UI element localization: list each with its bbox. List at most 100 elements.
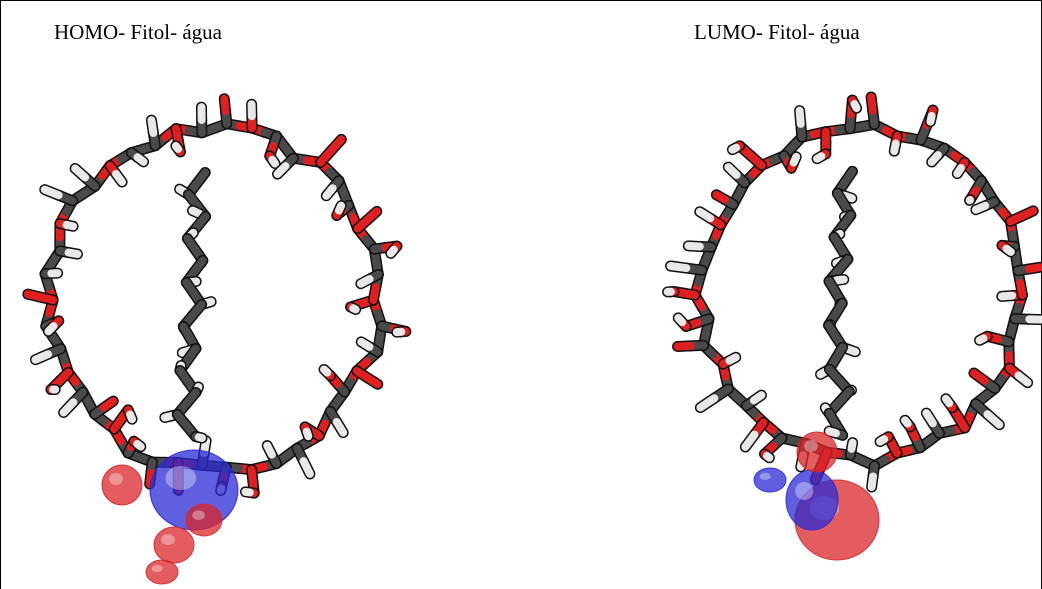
substituent-bond <box>696 394 719 412</box>
substituent-bond <box>684 241 704 251</box>
lumo-molecule-render <box>652 80 1042 585</box>
orbital-lobe <box>753 467 787 493</box>
hydroxyl-bond <box>941 394 954 408</box>
guest-h-bond <box>175 185 189 196</box>
orbital-lobe <box>185 503 223 537</box>
substituent-bond <box>40 185 63 200</box>
substituent-bond <box>147 116 158 137</box>
orbital-highlight <box>804 440 818 452</box>
substituent-bond <box>666 261 691 273</box>
hydroxyl-bond <box>302 427 313 441</box>
substituent-bond <box>220 94 230 116</box>
substituent-bond <box>953 163 965 178</box>
substituent-bond <box>922 409 937 428</box>
hydroxyl-bond <box>268 155 280 168</box>
substituent-bond <box>890 139 900 156</box>
guest-h-bond <box>840 191 856 203</box>
homo-molecule-render <box>14 80 434 585</box>
substituent-bond <box>867 92 877 115</box>
guest-h-bond <box>202 297 216 308</box>
hydroxyl-bond <box>334 201 346 215</box>
substituent-bond <box>725 353 740 365</box>
hydroxyl-bond <box>44 322 58 336</box>
substituent-bond <box>997 291 1017 301</box>
substituent-bond <box>62 220 78 231</box>
orbital-lobe <box>145 559 179 585</box>
substituent-bond <box>724 163 741 179</box>
substituent-bond <box>99 397 118 412</box>
guest-h-bond <box>816 367 829 379</box>
substituent-bond <box>712 190 729 204</box>
hydroxyl-bond <box>813 152 826 163</box>
guest-h-bond <box>825 427 840 438</box>
substituent-bond <box>867 472 878 492</box>
ring-bond <box>369 283 380 304</box>
substituent-bond <box>741 430 759 451</box>
homo-molecule-svg <box>22 93 412 585</box>
orbital-lobe <box>785 469 839 531</box>
orbital-highlight <box>795 482 814 500</box>
orbital-highlight <box>151 564 163 572</box>
substituent-bond <box>356 275 374 288</box>
substituent-bond <box>847 438 857 453</box>
substituent-bond <box>326 135 346 155</box>
hydroxyl-bond <box>674 313 687 327</box>
hydroxyl-bond <box>850 100 861 113</box>
guest-h-bond <box>832 275 848 285</box>
hydroxyl-bond <box>901 416 912 428</box>
hydroxyl-bond <box>241 487 254 497</box>
orbital-lobe <box>153 526 195 564</box>
orbital-highlight <box>161 534 175 545</box>
guest-h-bond <box>188 206 204 218</box>
hydroxyl-bond <box>789 152 801 167</box>
substituent-bond <box>31 350 53 364</box>
substituent-bond <box>749 391 766 405</box>
substituent-bond <box>71 164 90 182</box>
hydroxyl-bond <box>876 435 889 446</box>
substituent-bond <box>64 248 82 259</box>
substituent-bond <box>1017 206 1038 221</box>
hydroxyl-bond <box>386 245 398 258</box>
orbital-highlight <box>759 472 771 480</box>
orbital-highlight <box>109 473 123 485</box>
lumo-caption: LUMO- Fitol- água <box>694 20 860 44</box>
orbital-highlight <box>192 510 205 520</box>
substituent-bond <box>363 373 382 389</box>
orbital-highlight <box>165 466 197 490</box>
hydroxyl-bond <box>126 410 137 424</box>
substituent-bond <box>59 398 78 417</box>
substituent-bond <box>969 369 989 385</box>
substituent-bond <box>322 184 337 200</box>
hydroxyl-bond <box>926 111 936 126</box>
orbital-lobe <box>101 464 143 506</box>
guest-h-bond <box>160 411 176 422</box>
substituent-bond <box>983 410 1004 429</box>
substituent-bond <box>133 153 148 166</box>
lumo-molecule-svg <box>662 91 1042 561</box>
substituent-bond <box>112 169 127 187</box>
substituent-bond <box>927 151 942 166</box>
substituent-bond <box>795 106 805 128</box>
hydroxyl-bond <box>133 439 145 451</box>
hydroxyl-bond <box>171 141 183 153</box>
substituent-bond <box>971 201 990 214</box>
substituent-bond <box>357 337 374 351</box>
hydroxyl-bond <box>349 304 360 314</box>
substituent-bond <box>23 290 45 302</box>
substituent-bond <box>695 207 715 223</box>
substituent-bond <box>299 457 314 478</box>
substituent-bond <box>673 341 695 351</box>
substituent-bond <box>263 441 276 459</box>
guest-h-bond <box>844 345 860 356</box>
substituent-bond <box>1014 371 1032 387</box>
hydroxyl-bond <box>320 365 332 377</box>
substituent-bond <box>1025 263 1042 273</box>
hydroxyl-bond <box>1002 244 1015 256</box>
substituent-bond <box>273 162 290 179</box>
guest-h-bond <box>194 433 206 442</box>
orbital-lobe <box>796 431 838 473</box>
hydroxyl-bond <box>728 143 741 154</box>
hydroxyl-bond <box>975 334 988 345</box>
ring-bond <box>1016 278 1027 299</box>
homo-caption: HOMO- Fitol- água <box>54 20 222 44</box>
